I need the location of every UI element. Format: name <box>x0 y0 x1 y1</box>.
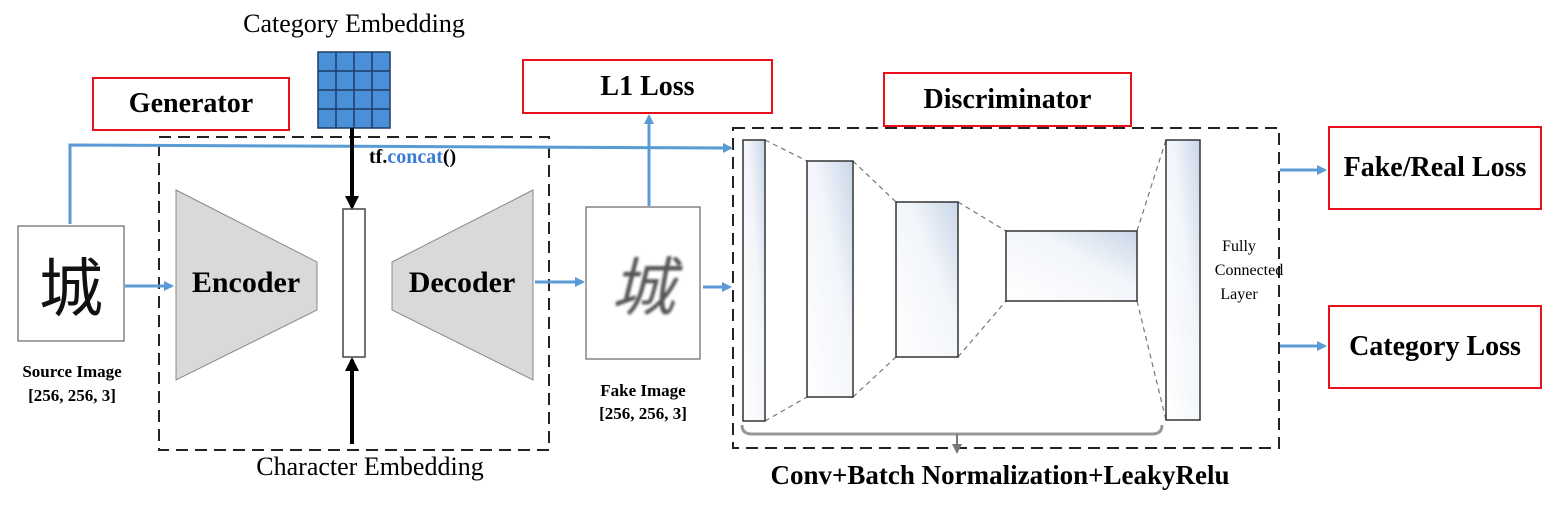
decoder-label: Decoder <box>408 266 516 299</box>
source-image-caption-line2: [256, 256, 3] <box>28 386 116 405</box>
category-loss-box: Category Loss <box>1328 305 1542 389</box>
l1-loss-box: L1 Loss <box>522 59 773 114</box>
generator-title-box: Generator <box>92 77 290 131</box>
l1-loss-label: L1 Loss <box>600 70 695 102</box>
fully-connected-label-line3: Layer <box>1220 286 1258 303</box>
discriminator-layers <box>764 139 1167 422</box>
conv-layer-4 <box>1005 230 1138 302</box>
fully-connected-label-line1: Fully <box>1222 238 1256 255</box>
concat-func: concat <box>387 146 443 168</box>
source-image-caption-line1: Source Image <box>22 362 122 381</box>
fake-image-caption-line2: [256, 256, 3] <box>599 404 687 423</box>
concat-label: tf.concat() <box>369 146 456 169</box>
encoder-shape <box>175 189 318 381</box>
generator-title: Generator <box>128 88 254 119</box>
fake-real-loss-label: Fake/Real Loss <box>1343 152 1527 183</box>
decoder-shape <box>391 189 534 381</box>
conv-brace <box>740 424 1164 436</box>
fake-image-caption-line1: Fake Image <box>600 381 686 400</box>
category-loss-label: Category Loss <box>1349 331 1521 362</box>
conv-layer-1 <box>742 139 766 422</box>
latent-vector <box>342 208 366 358</box>
fake-image-glyph: 城 <box>611 252 675 326</box>
discriminator-dashed-box <box>732 127 1280 449</box>
fake-image-box <box>585 206 701 360</box>
conv-block-label: Conv+Batch Normalization+LeakyRelu <box>770 460 1230 490</box>
encoder-label: Encoder <box>191 266 301 299</box>
source-image-box <box>17 225 125 342</box>
discriminator-title-box: Discriminator <box>883 72 1132 127</box>
fake-real-loss-box: Fake/Real Loss <box>1328 126 1542 210</box>
discriminator-title: Discriminator <box>923 83 1092 115</box>
conv-layer-3 <box>895 201 959 358</box>
fully-connected-layer <box>1165 139 1201 421</box>
category-embedding-grid <box>317 51 391 129</box>
concat-prefix: tf. <box>369 146 388 168</box>
concat-suffix: () <box>442 146 457 168</box>
source-to-discriminator-arrow <box>68 142 733 224</box>
source-image-glyph: 城 <box>39 252 103 327</box>
character-embedding-label: Character Embedding <box>256 452 484 481</box>
conv-layer-2 <box>806 160 854 398</box>
category-embedding-label: Category Embedding <box>243 9 465 38</box>
fully-connected-label-line2: Connected <box>1214 262 1284 279</box>
